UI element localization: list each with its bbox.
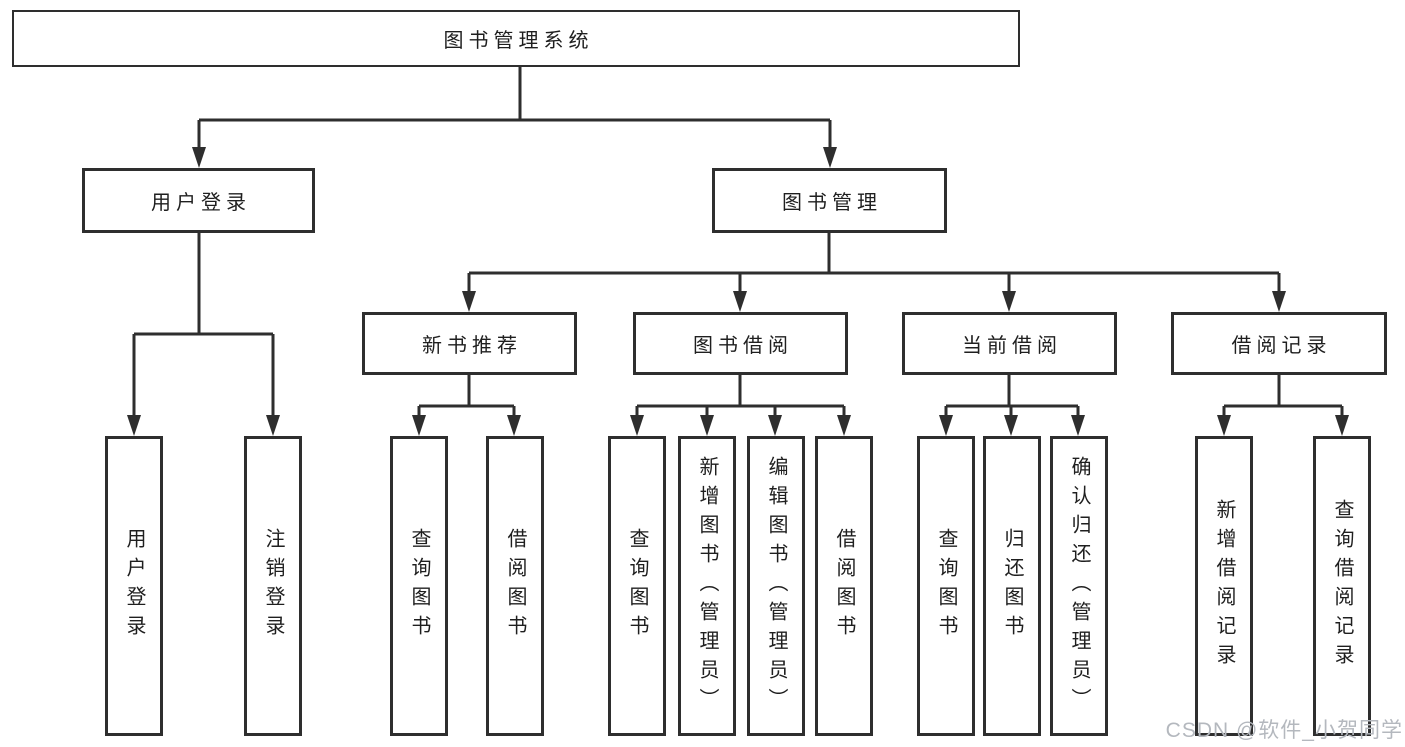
leaf-borrow-edit-admin: 编辑图书（管理员）: [747, 436, 805, 736]
connector-arrows: [127, 147, 1349, 436]
node-user-login: 用户登录: [82, 168, 315, 233]
leaf-records-query: 查询借阅记录: [1313, 436, 1371, 736]
arrow-down-icon: [700, 415, 714, 436]
leaf-current-confirm-admin: 确认归还（管理员）: [1050, 436, 1108, 736]
arrow-down-icon: [1335, 415, 1349, 436]
leaf-label: 查询图书: [626, 528, 648, 644]
leaf-label: 查询图书: [935, 528, 957, 644]
arrow-down-icon: [266, 415, 280, 436]
leaf-newbook-query: 查询图书: [390, 436, 448, 736]
arrow-down-icon: [837, 415, 851, 436]
arrow-down-icon: [1004, 415, 1018, 436]
node-book-management: 图书管理: [712, 168, 947, 233]
leaf-borrow-borrow: 借阅图书: [815, 436, 873, 736]
arrow-down-icon: [412, 415, 426, 436]
arrow-down-icon: [1002, 291, 1016, 312]
arrow-down-icon: [192, 147, 206, 168]
arrow-down-icon: [733, 291, 747, 312]
leaf-label: 归还图书: [1001, 528, 1023, 644]
leaf-label: 借阅图书: [833, 528, 855, 644]
arrow-down-icon: [507, 415, 521, 436]
leaf-records-add: 新增借阅记录: [1195, 436, 1253, 736]
arrow-down-icon: [462, 291, 476, 312]
leaf-label: 编辑图书（管理员）: [765, 455, 787, 717]
leaf-user-login: 用户登录: [105, 436, 163, 736]
leaf-label: 确认归还（管理员）: [1068, 455, 1090, 717]
leaf-newbook-borrow: 借阅图书: [486, 436, 544, 736]
leaf-current-return: 归还图书: [983, 436, 1041, 736]
leaf-label: 新增图书（管理员）: [696, 455, 718, 717]
arrow-down-icon: [1217, 415, 1231, 436]
arrow-down-icon: [1272, 291, 1286, 312]
arrow-down-icon: [939, 415, 953, 436]
node-current-borrow: 当前借阅: [902, 312, 1117, 375]
leaf-label: 查询借阅记录: [1331, 499, 1353, 673]
leaf-label: 查询图书: [408, 528, 430, 644]
leaf-borrow-add-admin: 新增图书（管理员）: [678, 436, 736, 736]
connector-lines: [132, 67, 1344, 422]
arrow-down-icon: [127, 415, 141, 436]
leaf-label: 注销登录: [262, 528, 284, 644]
leaf-label: 用户登录: [123, 528, 145, 644]
arrow-down-icon: [630, 415, 644, 436]
leaf-logout: 注销登录: [244, 436, 302, 736]
leaf-borrow-query: 查询图书: [608, 436, 666, 736]
leaf-label: 新增借阅记录: [1213, 499, 1235, 673]
node-new-book-recommend: 新书推荐: [362, 312, 577, 375]
node-root: 图书管理系统: [12, 10, 1020, 67]
node-book-borrow: 图书借阅: [633, 312, 848, 375]
leaf-label: 借阅图书: [504, 528, 526, 644]
node-borrow-records: 借阅记录: [1171, 312, 1387, 375]
arrow-down-icon: [823, 147, 837, 168]
arrow-down-icon: [768, 415, 782, 436]
arrow-down-icon: [1071, 415, 1085, 436]
csdn-watermark: CSDN @软件_小贺同学: [1165, 719, 1403, 742]
leaf-current-query: 查询图书: [917, 436, 975, 736]
